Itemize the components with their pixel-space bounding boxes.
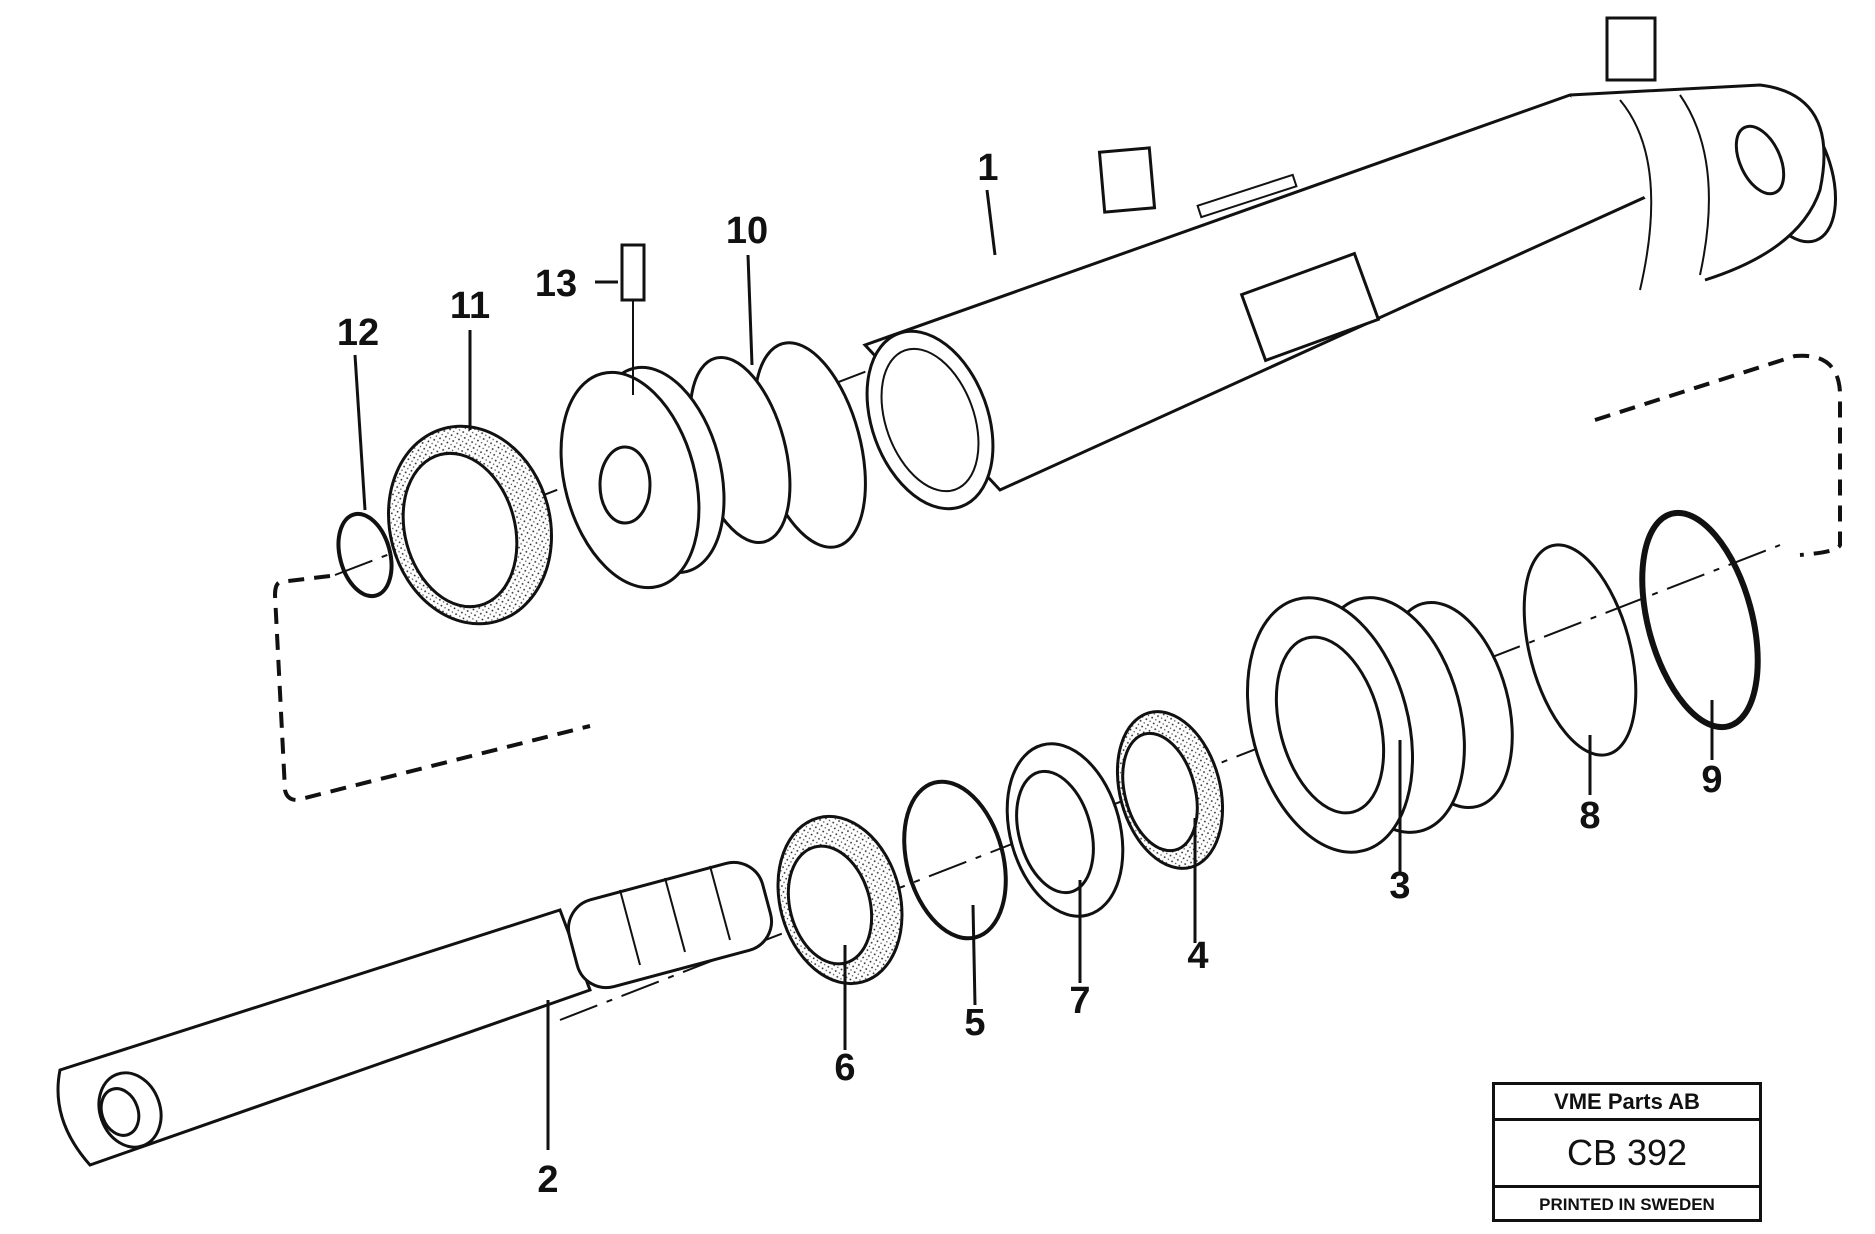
publisher-stamp: VME Parts AB CB 392 PRINTED IN SWEDEN xyxy=(1492,1082,1762,1222)
stamp-diagram-code: CB 392 xyxy=(1495,1121,1759,1188)
piston-rod xyxy=(56,860,773,1167)
wiper-seal xyxy=(776,814,904,986)
callout-12: 12 xyxy=(337,312,379,354)
bleed-screw xyxy=(620,243,646,395)
callout-4: 4 xyxy=(1187,935,1208,977)
gland-housing xyxy=(559,341,867,590)
callout-3: 3 xyxy=(1389,865,1410,907)
callout-7: 7 xyxy=(1069,980,1090,1022)
o-ring-small xyxy=(336,511,394,599)
callout-2: 2 xyxy=(537,1159,558,1201)
callout-13: 13 xyxy=(535,263,577,305)
callout-5: 5 xyxy=(964,1002,985,1044)
stamp-printed-note: PRINTED IN SWEDEN xyxy=(1539,1195,1715,1214)
snap-ring xyxy=(902,779,1008,941)
callout-6: 6 xyxy=(834,1047,855,1089)
callout-11: 11 xyxy=(450,285,490,327)
callout-9: 9 xyxy=(1701,759,1722,801)
piston xyxy=(1245,596,1514,854)
guide-ring xyxy=(1522,543,1638,757)
callout-8: 8 xyxy=(1579,795,1600,837)
cylinder-barrel xyxy=(862,16,1838,511)
callout-1: 1 xyxy=(977,147,998,189)
end-cap-ring xyxy=(387,424,553,626)
callout-10: 10 xyxy=(726,210,768,252)
assembly-connector-dashed xyxy=(272,353,1843,803)
callout-leaders xyxy=(353,189,1714,1150)
retaining-ring xyxy=(1639,509,1761,731)
bushing-ring xyxy=(1005,742,1125,918)
stamp-company-name: VME Parts AB xyxy=(1495,1085,1759,1121)
